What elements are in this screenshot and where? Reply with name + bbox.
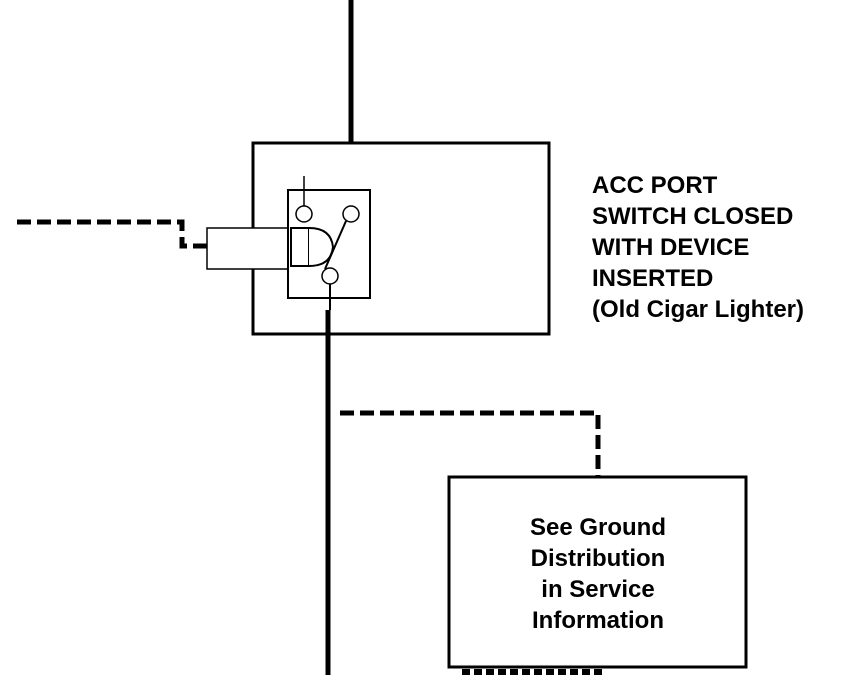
ground-label-line: in Service <box>541 576 655 603</box>
ground-label-line: Information <box>532 607 664 634</box>
dashed-signal-right <box>340 410 601 476</box>
switch-contact-bottom <box>321 267 339 285</box>
ground-distribution-box <box>447 475 748 669</box>
plug-tip-rect <box>290 227 310 267</box>
switch-contact-top-right <box>342 205 360 223</box>
switch-arm <box>324 220 347 270</box>
ground-label-line: Distribution <box>530 545 666 572</box>
acc-label-line: INSERTED <box>592 265 714 292</box>
acc-label-line: (Old Cigar Lighter) <box>592 296 804 323</box>
acc-label-line: SWITCH CLOSED <box>592 203 794 230</box>
acc-port-label: ACC PORT SWITCH CLOSED WITH DEVICE INSER… <box>592 170 804 325</box>
ground-box-label: See Ground Distribution in Service Infor… <box>450 512 746 636</box>
acc-label-line: ACC PORT <box>592 172 718 199</box>
dashed-signal-left <box>17 219 207 249</box>
acc-label-line: WITH DEVICE <box>592 234 750 261</box>
switch-contact-top-left <box>295 205 313 223</box>
ground-label-line: See Ground <box>529 514 667 541</box>
plug-tip-dome <box>308 227 335 267</box>
plug-device <box>206 227 291 270</box>
